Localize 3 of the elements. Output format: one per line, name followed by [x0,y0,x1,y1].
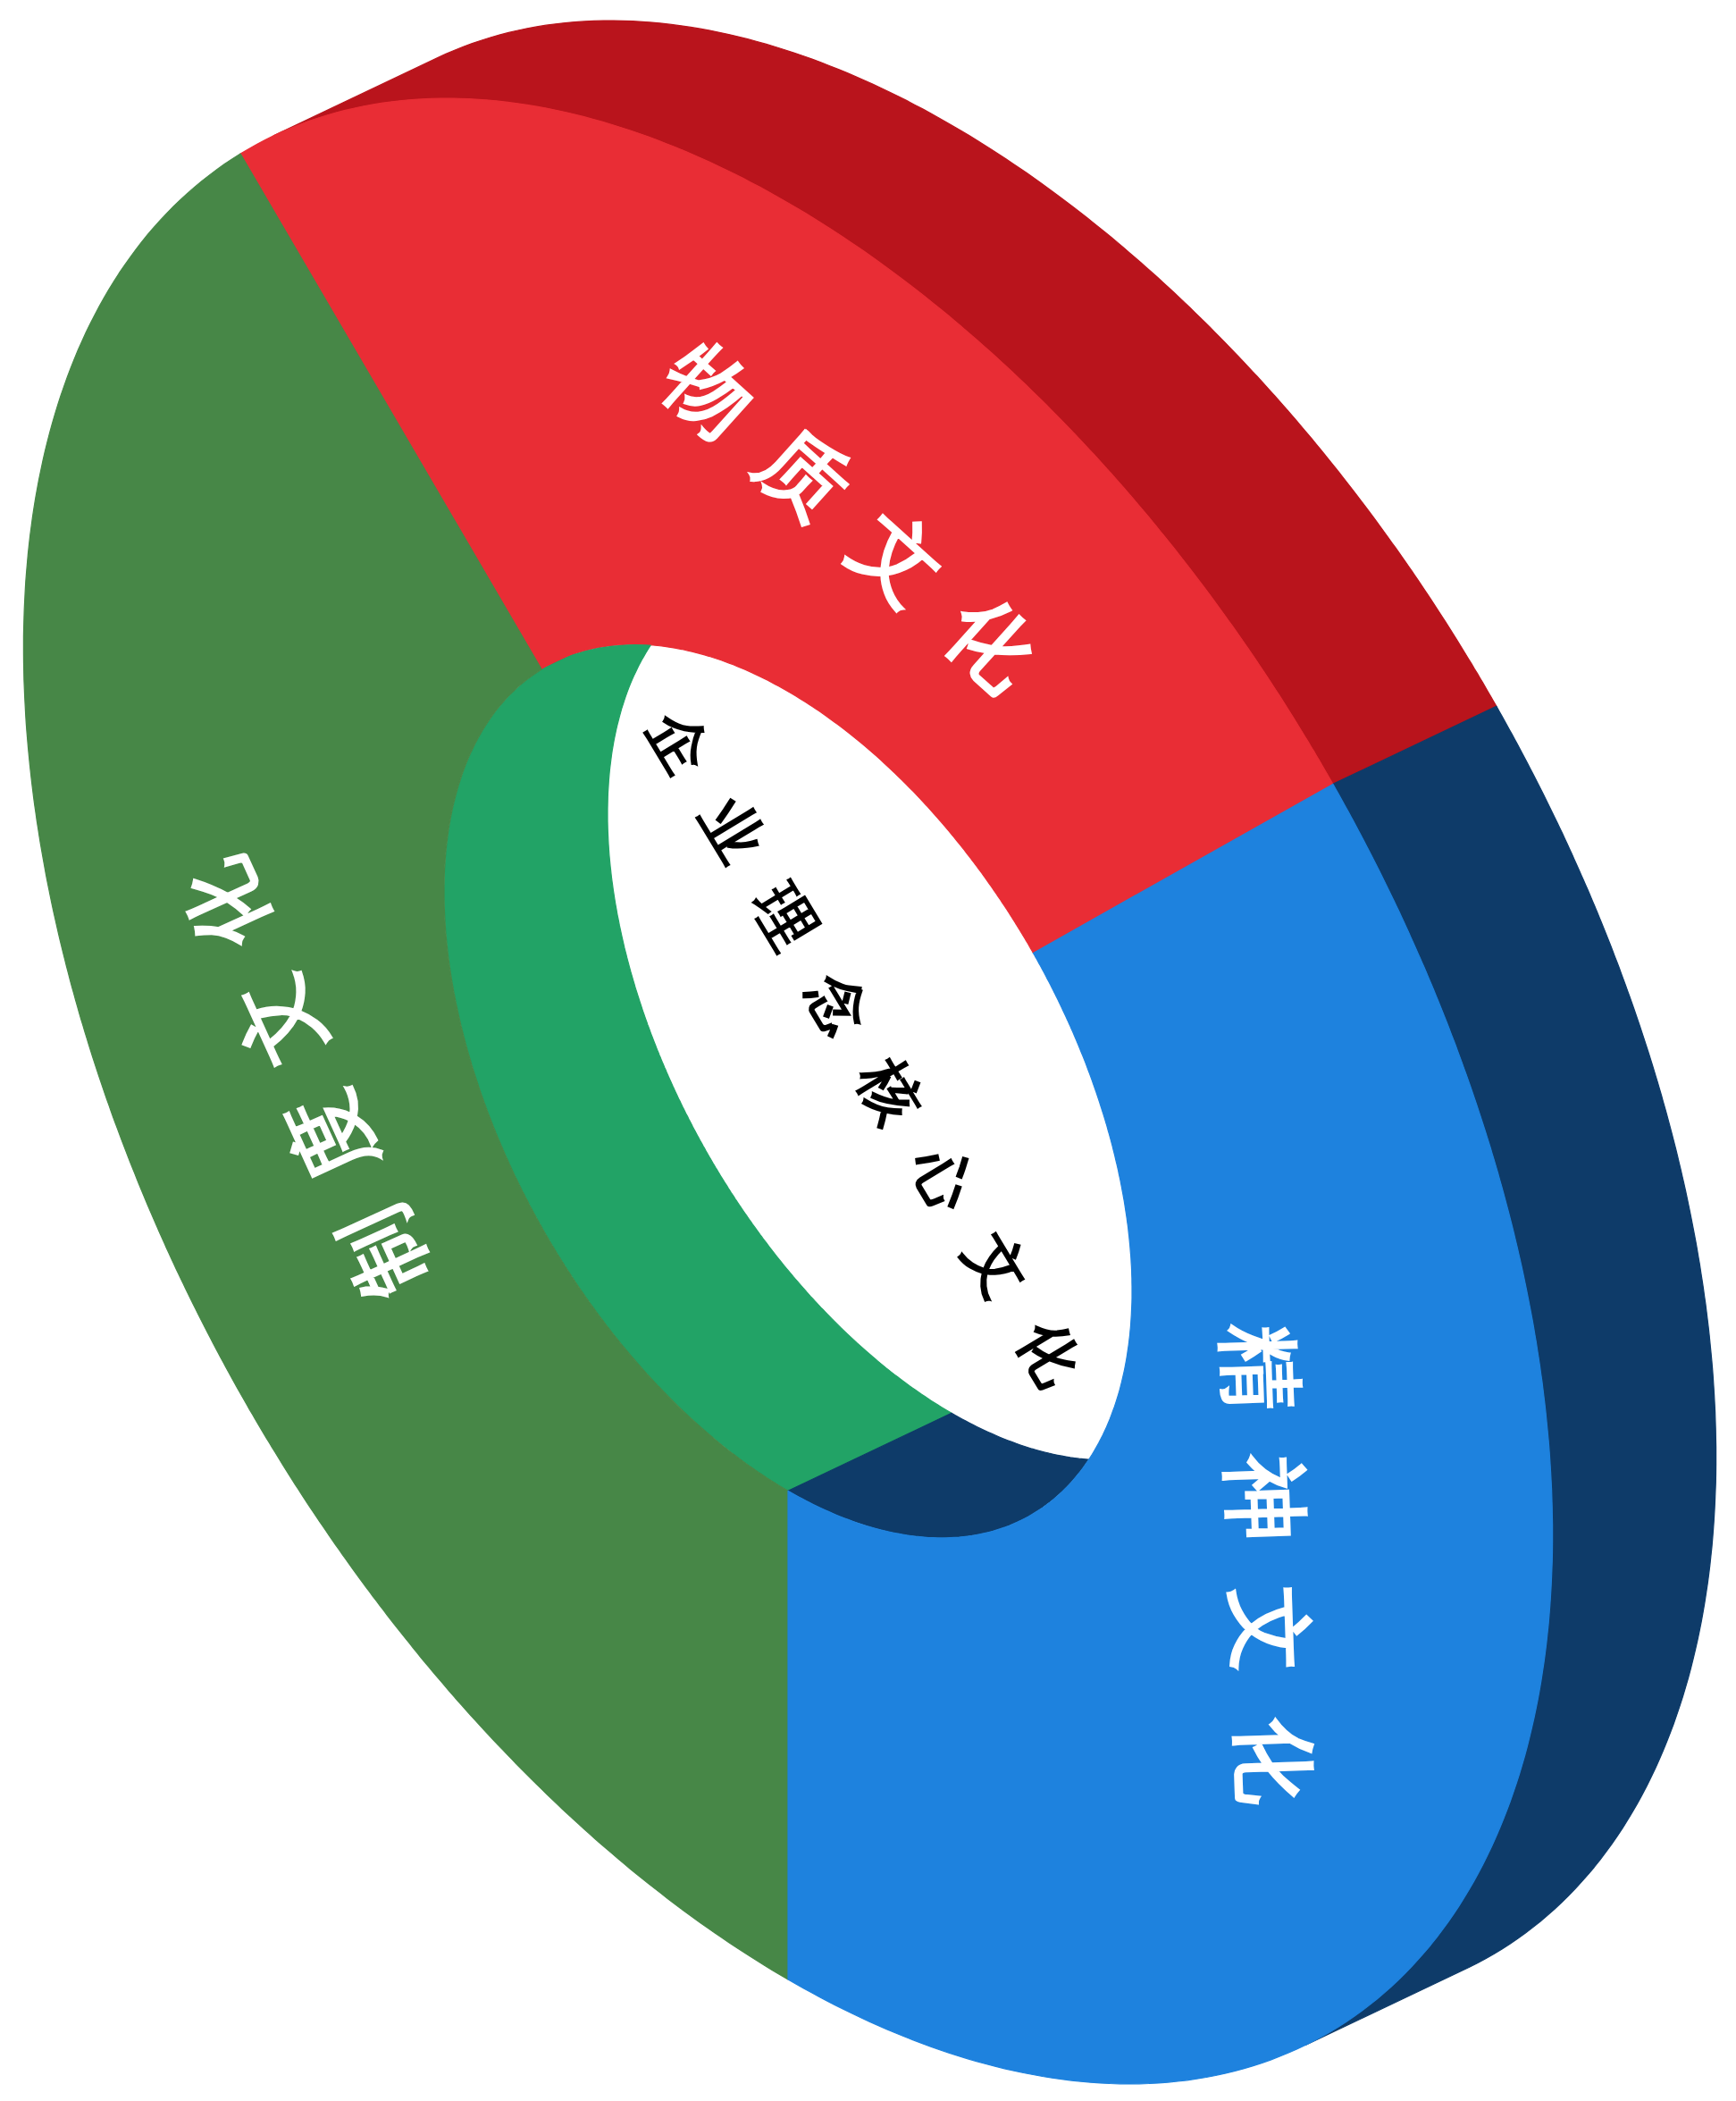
segment-label: 精神文化 [1215,1324,1321,1852]
segment-label: 制度文化 [153,810,441,1308]
center-label: 企业理念核心文化 [638,701,1113,1430]
